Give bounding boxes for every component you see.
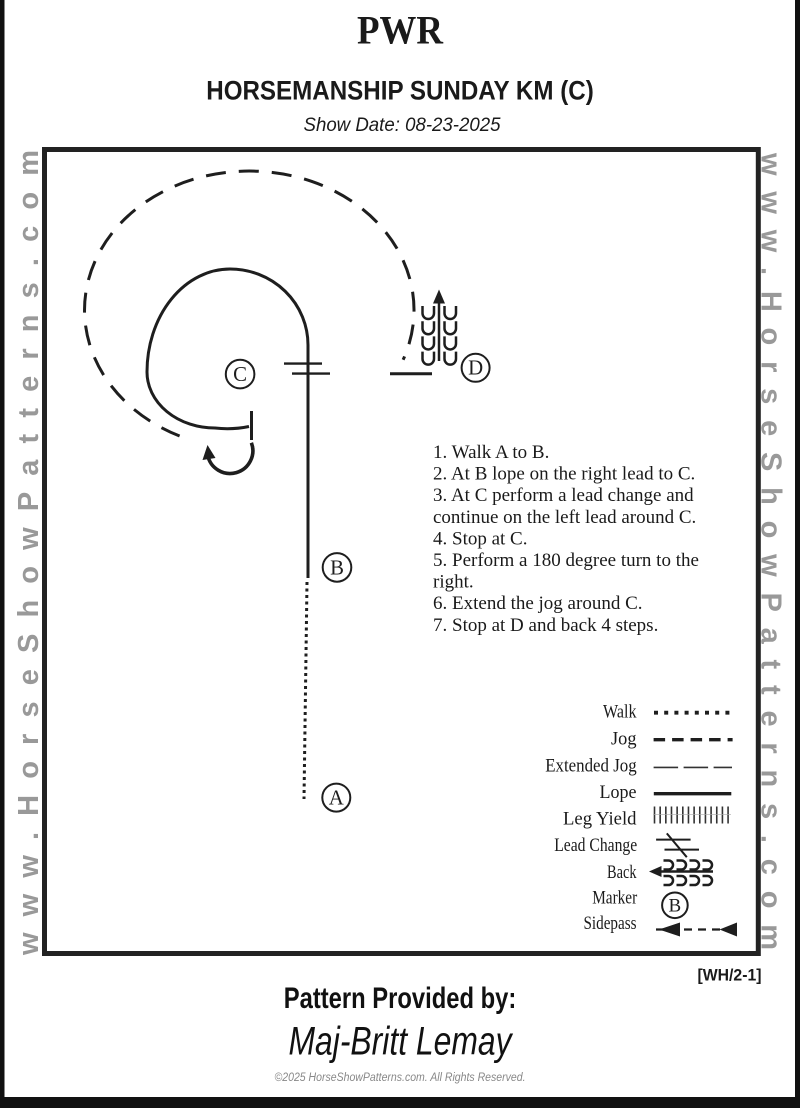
svg-text:B: B <box>330 556 344 579</box>
svg-text:5. Perform a 180 degree turn t: 5. Perform a 180 degree turn to the <box>433 550 699 571</box>
svg-text:B: B <box>669 896 682 917</box>
svg-text:Show Date: 08-23-2025: Show Date: 08-23-2025 <box>304 114 501 136</box>
svg-text:Back: Back <box>607 862 637 883</box>
svg-text:Pattern Provided by:: Pattern Provided by: <box>284 982 517 1015</box>
svg-text:A: A <box>329 787 344 810</box>
svg-text:©2025 HorseShowPatterns.com. A: ©2025 HorseShowPatterns.com. All Rights … <box>275 1070 526 1084</box>
svg-text:PWR: PWR <box>357 8 444 53</box>
svg-text:7. Stop at D and back 4 steps.: 7. Stop at D and back 4 steps. <box>433 615 658 636</box>
svg-text:Lope: Lope <box>600 782 637 803</box>
svg-text:Walk: Walk <box>603 702 637 723</box>
svg-text:Lead Change: Lead Change <box>554 835 637 856</box>
svg-text:right.: right. <box>433 572 474 593</box>
svg-text:Leg Yield: Leg Yield <box>563 809 637 830</box>
svg-text:Marker: Marker <box>592 888 638 909</box>
svg-text:HORSEMANSHIP SUNDAY KM (C): HORSEMANSHIP SUNDAY KM (C) <box>206 75 594 105</box>
svg-text:www.HorseShowPatterns.com: www.HorseShowPatterns.com <box>13 150 45 956</box>
svg-text:Maj-Britt Lemay: Maj-Britt Lemay <box>289 1020 514 1064</box>
svg-text:1. Walk A to B.: 1. Walk A to B. <box>433 442 549 463</box>
svg-text:4. Stop at C.: 4. Stop at C. <box>433 528 527 549</box>
svg-text:D: D <box>468 357 483 380</box>
svg-text:3. At C perform a lead change: 3. At C perform a lead change and <box>433 485 694 506</box>
svg-text:continue on the left lead arou: continue on the left lead around C. <box>433 507 696 528</box>
svg-text:6. Extend the jog around C.: 6. Extend the jog around C. <box>433 593 643 614</box>
svg-text:Jog: Jog <box>611 729 637 750</box>
svg-text:2. At B lope on the right lead: 2. At B lope on the right lead to C. <box>433 464 695 485</box>
svg-text:[WH/2-1]: [WH/2-1] <box>698 966 762 985</box>
svg-text:C: C <box>233 363 247 386</box>
svg-text:Extended Jog: Extended Jog <box>545 756 637 777</box>
svg-text:Sidepass: Sidepass <box>584 913 637 934</box>
